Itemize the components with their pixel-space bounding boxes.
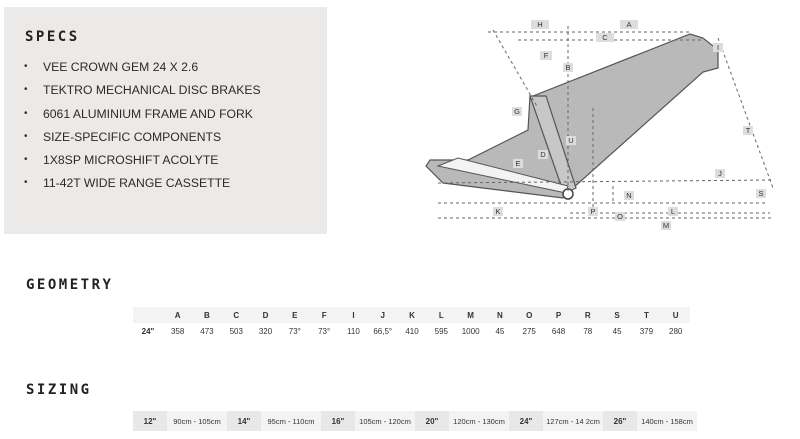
specs-title: SPECS	[25, 29, 80, 45]
sizing-size: 26"	[603, 411, 637, 431]
value-cell: 73°	[309, 323, 339, 340]
value-cell: 320	[250, 323, 281, 340]
table-row: 24" 358 473 503 320 73° 73° 110 66,5° 41…	[133, 323, 691, 340]
col-header: R	[573, 307, 603, 323]
frame-geometry-diagram: H A C I F B G U D E T J N S K P L O M	[425, 20, 774, 230]
value-cell: 66,5°	[368, 323, 398, 340]
sizing-title: SIZING	[26, 382, 92, 398]
value-cell: 648	[543, 323, 574, 340]
label-M: M	[663, 221, 669, 230]
sizing-row: 12" 90cm - 105cm 14" 95cm - 110cm 16" 10…	[133, 411, 697, 431]
col-header: E	[280, 307, 310, 323]
sizing-size: 14"	[227, 411, 261, 431]
value-cell: 503	[221, 323, 251, 340]
value-cell: 473	[192, 323, 222, 340]
label-T: T	[746, 126, 751, 135]
label-J: J	[718, 169, 722, 178]
label-H: H	[537, 20, 542, 29]
seat-tube	[529, 95, 577, 195]
col-header: L	[426, 307, 456, 323]
value-cell: 78	[573, 323, 603, 340]
size-cell: 24"	[133, 323, 163, 340]
label-S: S	[758, 189, 763, 198]
value-cell: 110	[338, 323, 369, 340]
sizing-size: 12"	[133, 411, 167, 431]
sizing-range: 120cm - 130cm	[449, 411, 509, 431]
sizing-range: 90cm - 105cm	[167, 411, 227, 431]
value-cell: 379	[631, 323, 662, 340]
label-P: P	[590, 207, 595, 216]
label-A: A	[626, 20, 631, 29]
label-N: N	[626, 191, 631, 200]
spec-item: TEKTRO MECHANICAL DISC BRAKES	[24, 82, 261, 105]
value-cell: 358	[163, 323, 193, 340]
value-cell: 275	[514, 323, 544, 340]
col-header: O	[514, 307, 544, 323]
geometry-table: A B C D E F I J K L M N O P R S T U 24" …	[133, 307, 691, 340]
value-cell: 1000	[455, 323, 486, 340]
value-cell: 45	[485, 323, 515, 340]
col-header: P	[543, 307, 574, 323]
label-L: L	[671, 207, 675, 216]
col-header: S	[602, 307, 632, 323]
value-cell: 595	[426, 323, 456, 340]
label-F: F	[544, 51, 549, 60]
geometry-title: GEOMETRY	[26, 277, 114, 293]
sizing-range: 127cm - 14 2cm	[543, 411, 603, 431]
label-U: U	[568, 136, 573, 145]
spec-item: VEE CROWN GEM 24 X 2.6	[24, 59, 261, 82]
value-cell: 45	[602, 323, 632, 340]
header-corner	[133, 307, 163, 323]
col-header: A	[163, 307, 193, 323]
label-K: K	[495, 207, 500, 216]
specs-list: VEE CROWN GEM 24 X 2.6 TEKTRO MECHANICAL…	[24, 59, 261, 199]
sizing-size: 24"	[509, 411, 543, 431]
frame-shape	[425, 33, 719, 199]
col-header: I	[338, 307, 369, 323]
label-E: E	[515, 159, 520, 168]
label-O: O	[617, 212, 623, 221]
sizing-range: 105cm - 120cm	[355, 411, 415, 431]
sizing-range: 140cm - 158cm	[637, 411, 697, 431]
value-cell: 410	[397, 323, 427, 340]
value-cell: 73°	[280, 323, 310, 340]
rear-stays	[436, 157, 569, 194]
label-C: C	[602, 33, 608, 42]
sizing-size: 20"	[415, 411, 449, 431]
specs-panel: SPECS VEE CROWN GEM 24 X 2.6 TEKTRO MECH…	[4, 7, 327, 234]
col-header: D	[250, 307, 281, 323]
sizing-size: 16"	[321, 411, 355, 431]
col-header: J	[368, 307, 398, 323]
col-header: M	[455, 307, 486, 323]
col-header: N	[485, 307, 515, 323]
label-I: I	[717, 43, 719, 52]
label-D: D	[540, 150, 546, 159]
col-header: B	[192, 307, 222, 323]
spec-item: 6061 ALUMINIUM FRAME AND FORK	[24, 106, 261, 129]
col-header: U	[661, 307, 691, 323]
value-cell: 280	[661, 323, 691, 340]
spec-item: SIZE-SPECIFIC COMPONENTS	[24, 129, 261, 152]
label-G: G	[514, 107, 520, 116]
spec-item: 1X8SP MICROSHIFT ACOLYTE	[24, 152, 261, 175]
spec-item: 11-42T WIDE RANGE CASSETTE	[24, 175, 261, 198]
col-header: C	[221, 307, 251, 323]
col-header: K	[397, 307, 427, 323]
col-header: F	[309, 307, 339, 323]
label-B: B	[565, 63, 570, 72]
geometry-header-row: A B C D E F I J K L M N O P R S T U	[133, 307, 691, 323]
col-header: T	[631, 307, 662, 323]
sizing-range: 95cm - 110cm	[261, 411, 321, 431]
